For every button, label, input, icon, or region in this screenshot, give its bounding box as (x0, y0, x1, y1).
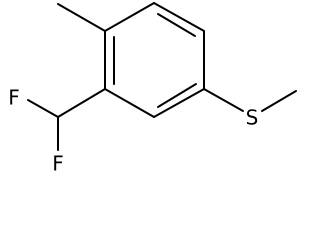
c-s-bond (203, 88, 244, 112)
fluorine-lower-label: F (52, 152, 64, 176)
ring-bond-lower-right (153, 88, 205, 118)
c-f-upper-bond (27, 99, 59, 118)
fluorine-upper-label: F (8, 86, 20, 110)
chf2-bond (57, 88, 106, 118)
sulfur-label: S (246, 106, 259, 130)
ring-double-bond-inner-bottom (157, 83, 197, 108)
s-methyl-bond (261, 90, 297, 112)
ring-double-bond-inner-top (157, 13, 196, 37)
ring-bond-lower-left (104, 88, 155, 118)
ring-bond-top (104, 2, 155, 32)
molecule-structure: F F S (8, 2, 297, 176)
methyl-bond (57, 3, 106, 32)
molecule-canvas: F F S (8, 2, 297, 176)
ring-bond-upper-right (153, 2, 205, 32)
